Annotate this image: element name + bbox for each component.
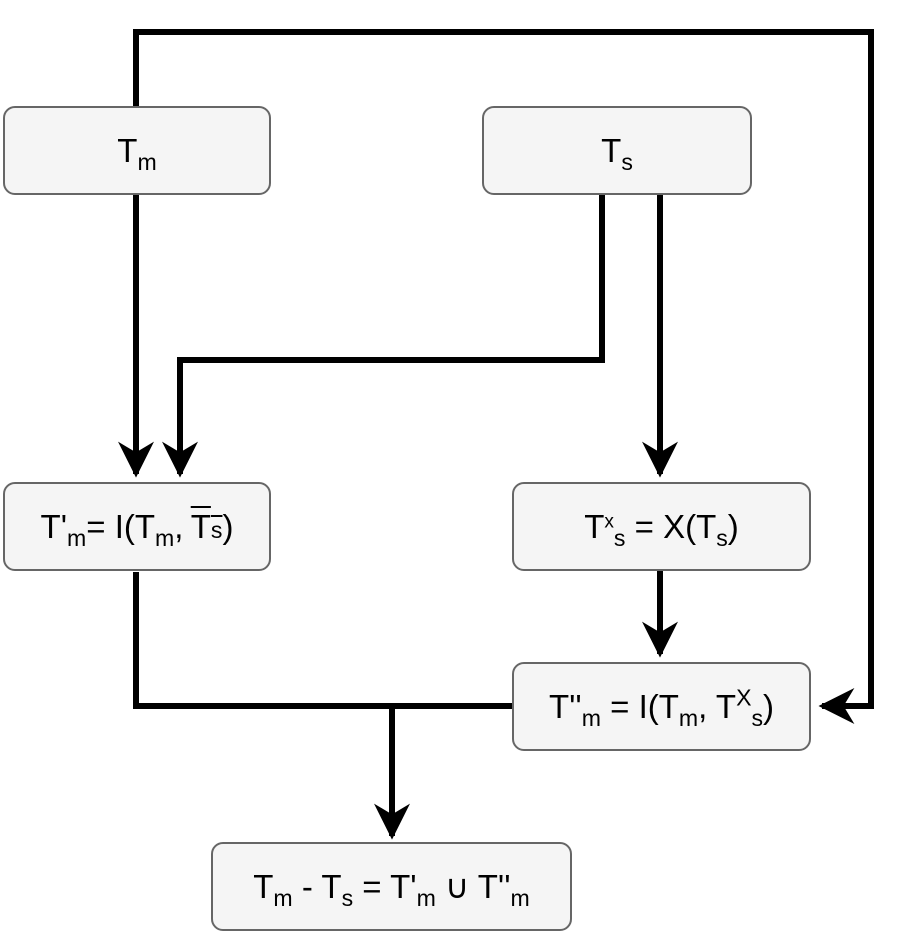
complement-ts: Ts xyxy=(190,507,223,545)
node-tm-label: Tm xyxy=(117,131,157,175)
edge-tm-loop-to-tm-double xyxy=(133,29,874,724)
node-tm-double-label: T''m = I(Tm, TXs) xyxy=(548,683,775,731)
node-result: Tm - Ts = T'm ∪ T''m xyxy=(211,842,572,931)
edge-ts-to-tm-prime xyxy=(162,195,605,478)
node-ts: Ts xyxy=(482,106,752,195)
node-result-label: Tm - Ts = T'm ∪ T''m xyxy=(253,868,530,912)
node-tx-label: Txs = X(Ts) xyxy=(584,507,739,551)
node-ts-label: Ts xyxy=(601,131,633,175)
node-tm-prime-label: T'm= I(Tm,Ts) xyxy=(40,507,234,551)
node-tm-prime: T'm= I(Tm,Ts) xyxy=(3,482,271,571)
node-tx: Txs = X(Ts) xyxy=(512,482,811,571)
node-tm-double: T''m = I(Tm, TXs) xyxy=(512,662,811,751)
edge-tm-prime-to-merge xyxy=(133,572,392,709)
node-tm: Tm xyxy=(3,106,271,195)
